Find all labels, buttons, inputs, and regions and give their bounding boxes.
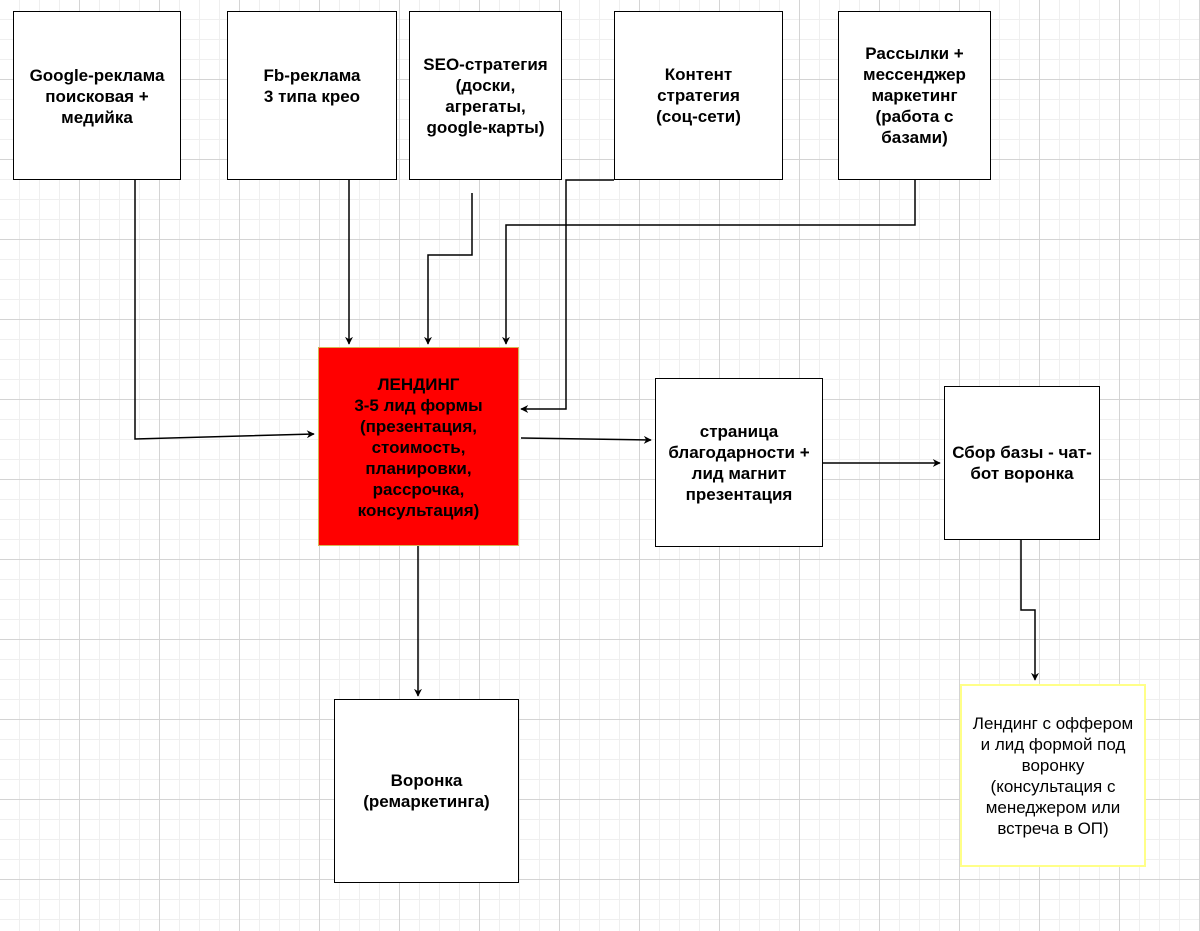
node-mailing[interactable]: Рассылки + мессенджер маркетинг (работа …	[838, 11, 991, 180]
node-content-strategy-label: Контент стратегия (соц-сети)	[656, 65, 741, 126]
node-seo-strategy-label: SEO-стратегия (доски, агрегаты, google-к…	[423, 54, 548, 137]
node-chatbot-funnel-label: Сбор базы - чат- бот воронка	[952, 443, 1092, 483]
edge-landing-to-thank-you[interactable]	[520, 435, 652, 444]
node-offer-landing-label: Лендинг с оффером и лид формой под ворон…	[972, 713, 1134, 838]
edge-chatbot-to-offer-landing[interactable]	[1020, 540, 1039, 681]
node-thank-you-page[interactable]: страница благодарности + лид магнит през…	[655, 378, 823, 547]
node-landing[interactable]: ЛЕНДИНГ 3-5 лид формы (презентация, стои…	[318, 347, 519, 546]
node-fb-ads[interactable]: Fb-реклама 3 типа крео	[227, 11, 397, 180]
node-chatbot-funnel[interactable]: Сбор базы - чат- бот воронка	[944, 386, 1100, 540]
node-offer-landing[interactable]: Лендинг с оффером и лид формой под ворон…	[960, 684, 1146, 867]
edge-content-to-landing[interactable]	[520, 179, 614, 413]
node-seo-strategy[interactable]: SEO-стратегия (доски, агрегаты, google-к…	[409, 11, 562, 180]
node-google-ads[interactable]: Google-реклама поисковая + медийка	[13, 11, 181, 180]
node-content-strategy[interactable]: Контент стратегия (соц-сети)	[614, 11, 783, 180]
node-fb-ads-label: Fb-реклама 3 типа крео	[263, 66, 361, 106]
edge-mailing-to-landing[interactable]	[502, 180, 916, 345]
node-google-ads-label: Google-реклама поисковая + медийка	[29, 66, 165, 127]
edge-google-ads-to-landing[interactable]	[134, 180, 315, 440]
node-landing-label: ЛЕНДИНГ 3-5 лид формы (презентация, стои…	[354, 375, 483, 520]
node-mailing-label: Рассылки + мессенджер маркетинг (работа …	[863, 44, 966, 147]
edge-seo-to-landing[interactable]	[424, 193, 473, 345]
node-thank-you-page-label: страница благодарности + лид магнит през…	[668, 421, 810, 504]
node-remarketing-funnel[interactable]: Воронка (ремаркетинга)	[334, 699, 519, 883]
node-remarketing-funnel-label: Воронка (ремаркетинга)	[363, 771, 490, 811]
